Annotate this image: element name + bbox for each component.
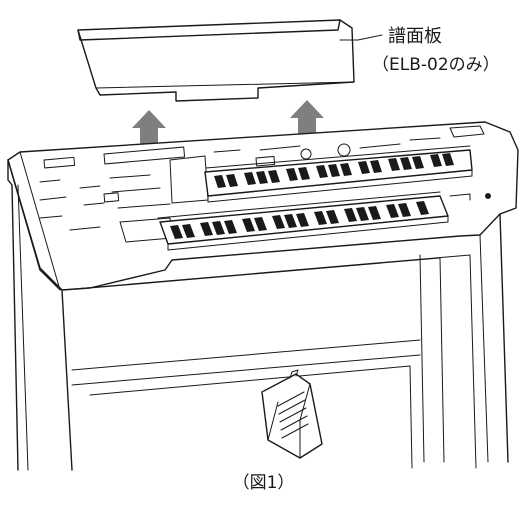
music-rest-label: 譜面板	[388, 26, 442, 47]
figure-caption: （図1）	[232, 473, 295, 493]
lower-black-keys	[170, 201, 429, 239]
control-panel	[39, 125, 491, 243]
music-rest	[77, 19, 355, 102]
expression-pedal	[261, 369, 323, 459]
arrow-up-icon	[132, 110, 166, 146]
upper-black-keys	[214, 153, 454, 188]
label-leader-line	[339, 34, 383, 41]
arrow-up-icon	[290, 100, 324, 134]
music-rest-model-note: （ELB-02のみ）	[372, 55, 500, 75]
